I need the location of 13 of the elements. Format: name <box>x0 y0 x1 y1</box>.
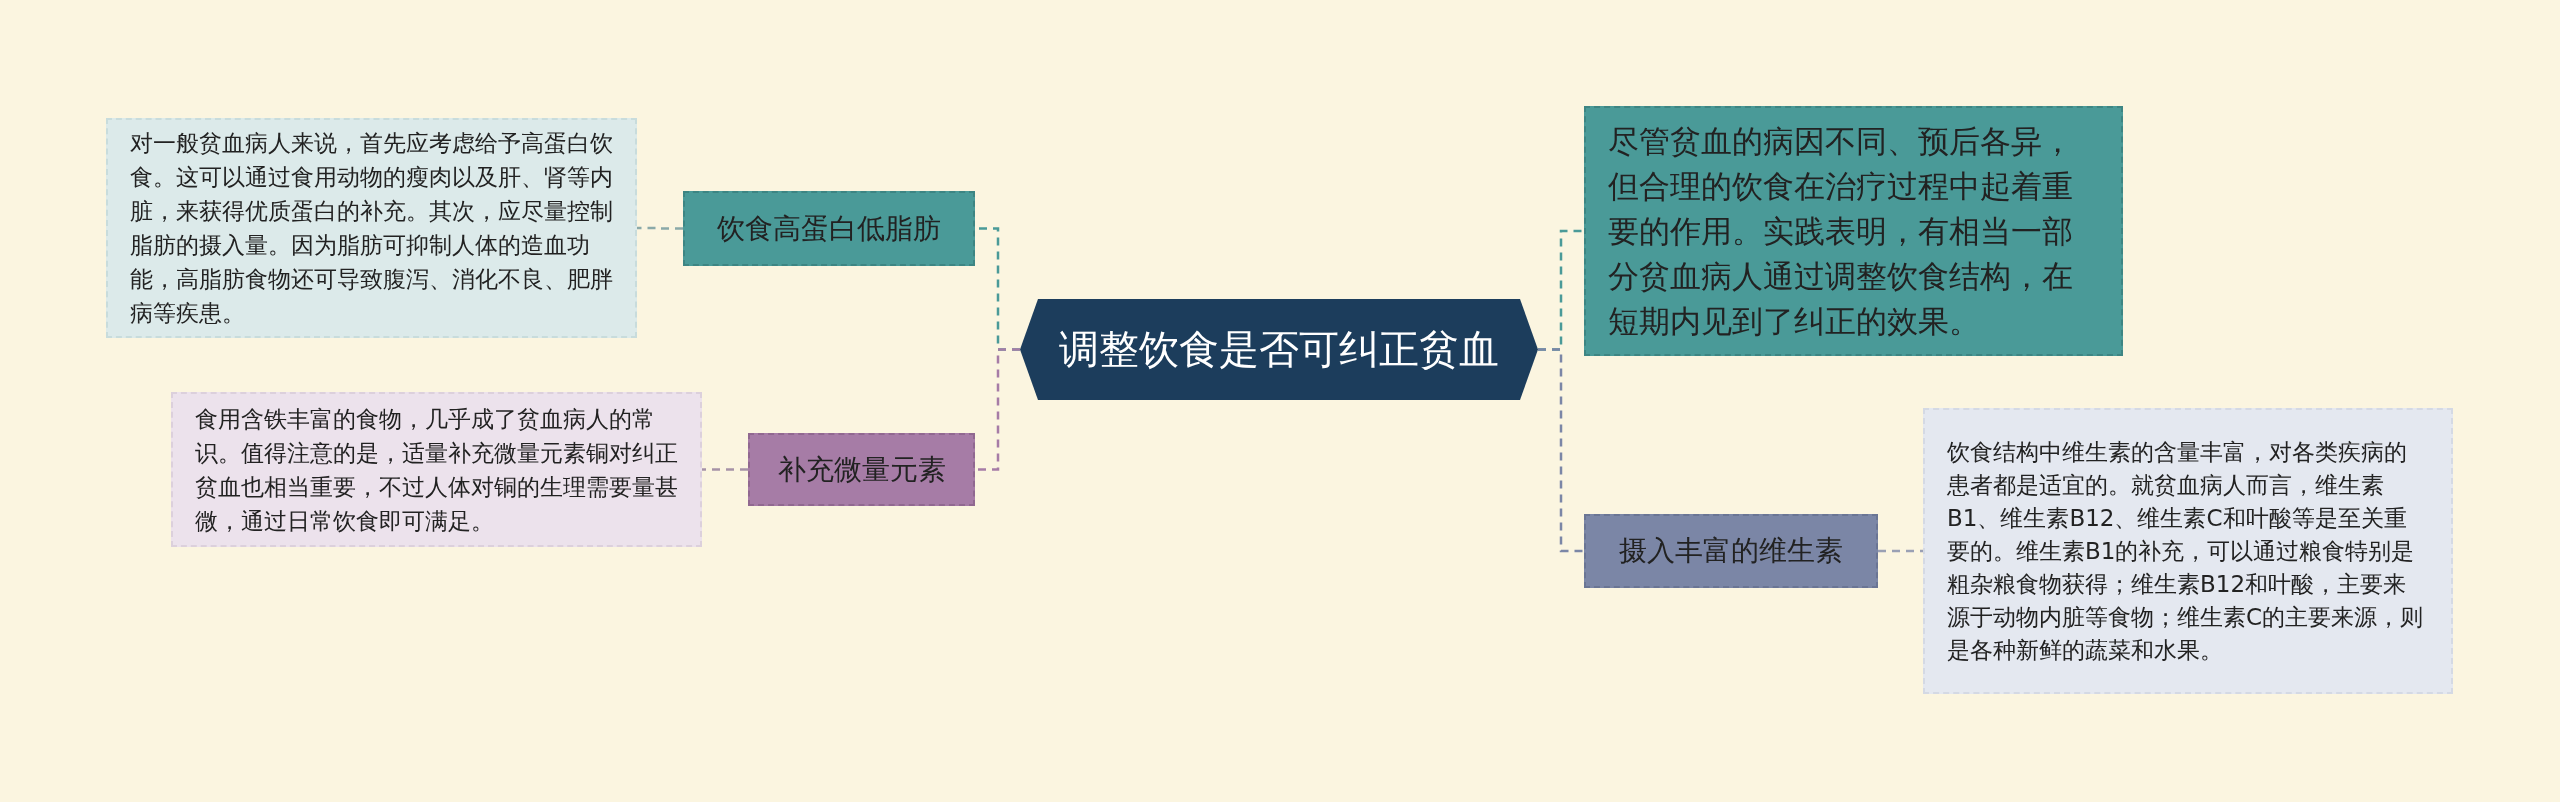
connector-line <box>702 468 748 471</box>
central-topic: 调整饮食是否可纠正贫血 <box>1020 299 1538 400</box>
topic-box: 饮食高蛋白低脂肪 <box>683 191 975 266</box>
text-box: 尽管贫血的病因不同、预后各异，但合理的饮食在治疗过程中起着重要的作用。实践表明，有相当一部分贫血病人通过调整饮食结构，在短期内见到了纠正的效果。 <box>1584 106 2123 356</box>
text-box: 食用含铁丰富的食物，几乎成了贫血病人的常识。值得注意的是，适量补充微量元素铜对纠正贫血也相当重要，不过人体对铜的生理需要量甚微，通过日常饮食即可满足。 <box>171 392 702 547</box>
text-box: 饮食结构中维生素的含量丰富，对各类疾病的患者都是适宜的。就贫血病人而言，维生素B1、维生素B12、维生素C和叶酸等是至关重要的。维生素B1的补充，可以通过粮食特别是粗杂粮食物获得；维生素B12和叶酸，主要来源于动物内脏等食物；维生素C的主要来源，则是各种新鲜的蔬菜和水果。 <box>1923 408 2453 694</box>
topic-box: 摄入丰富的维生素 <box>1584 514 1878 588</box>
connector-line <box>1878 549 1923 553</box>
text-box: 对一般贫血病人来说，首先应考虑给予高蛋白饮食。这可以通过食用动物的瘦肉以及肝、肾等内脏，来获得优质蛋白的补充。其次，应尽量控制脂肪的摄入量。因为脂肪可抑制人体的造血功能，高脂肪食物还可导致腹泻、消化不良、肥胖病等疾患。 <box>106 118 637 338</box>
topic-box: 补充微量元素 <box>748 433 975 506</box>
connector-line <box>975 348 1020 471</box>
connector-line <box>1538 348 1584 553</box>
connector-line <box>637 226 683 230</box>
